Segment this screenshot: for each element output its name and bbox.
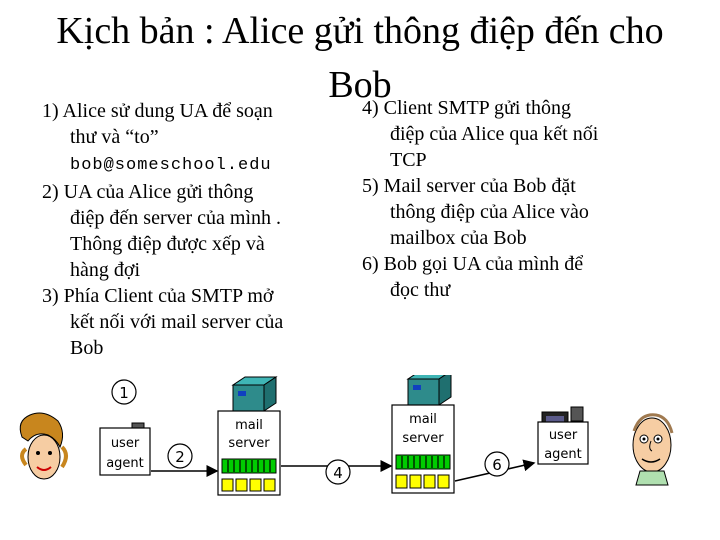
step-2-line-2: điệp đến server của mình . bbox=[70, 207, 282, 229]
alice-message-queue bbox=[221, 458, 277, 474]
step-2-line-3: Thông điệp được xếp và bbox=[70, 233, 265, 255]
slide-title: Kịch bản : Alice gửi thông điệp đến cho … bbox=[56, 10, 664, 106]
step-5-line-3: mailbox của Bob bbox=[390, 227, 527, 249]
step-3: 3) Phía Client của SMTP mở kết nối với m… bbox=[42, 283, 362, 361]
step-2-line-1: 2) UA của Alice gửi thông bbox=[42, 181, 254, 203]
step-4-number: 4 bbox=[333, 464, 343, 482]
step-2-line-4: hàng đợi bbox=[70, 259, 141, 281]
bob-mailboxes bbox=[395, 474, 450, 489]
step-3-line-1: 3) Phía Client của SMTP mở bbox=[42, 285, 274, 307]
step-2: 2) UA của Alice gửi thông điệp đến serve… bbox=[42, 179, 362, 283]
alice-mail-server: mail server bbox=[217, 376, 281, 496]
step-4-marker: 4 bbox=[325, 459, 351, 485]
step-6-number: 6 bbox=[492, 456, 502, 474]
step-4-line-1: 4) Client SMTP gửi thông bbox=[362, 97, 572, 119]
steps-left: 1) Alice sử dung UA để soạn thư và “to” … bbox=[42, 98, 362, 361]
step-6-line-2: đọc thư bbox=[390, 279, 451, 301]
step-5-line-2: thông điệp của Alice vào bbox=[390, 201, 589, 223]
steps-right: 4) Client SMTP gửi thông điệp của Alice … bbox=[362, 95, 692, 303]
bob-mail-server: mail server bbox=[391, 375, 455, 494]
step-5: 5) Mail server của Bob đặt thông điệp củ… bbox=[362, 173, 692, 251]
step-1-email: bob@someschool.edu bbox=[70, 156, 272, 175]
step-1-marker: 1 bbox=[111, 379, 137, 405]
bob-ua-label-2: agent bbox=[544, 447, 582, 462]
step-3-line-2: kết nối với mail server của bbox=[70, 311, 284, 333]
bob-user-agent: user agent bbox=[537, 406, 589, 465]
step-1-number: 1 bbox=[119, 384, 129, 402]
smtp-scenario-diagram: user agent 1 2 mail server 4 bbox=[19, 375, 674, 496]
bob-server-label-1: mail bbox=[409, 412, 437, 427]
bob-face-icon bbox=[632, 413, 674, 486]
alice-mailboxes bbox=[221, 478, 276, 492]
alice-ua-label-1: user bbox=[111, 436, 140, 451]
alice-server-label-2: server bbox=[228, 436, 270, 451]
bob-message-queue bbox=[395, 454, 451, 470]
step-2-number: 2 bbox=[175, 448, 185, 466]
step-3-line-3: Bob bbox=[70, 337, 104, 359]
step-6: 6) Bob gọi UA của mình để đọc thư bbox=[362, 251, 692, 303]
alice-server-label-1: mail bbox=[235, 418, 263, 433]
bob-server-label-2: server bbox=[402, 431, 444, 446]
step-6-line-1: 6) Bob gọi UA của mình để bbox=[362, 253, 584, 275]
step-4: 4) Client SMTP gửi thông điệp của Alice … bbox=[362, 95, 692, 173]
step-1-line-2: thư và “to” bbox=[70, 126, 159, 148]
alice-user-agent: user agent bbox=[99, 422, 151, 476]
step-6-marker: 6 bbox=[484, 451, 510, 477]
step-4-line-3: TCP bbox=[390, 149, 427, 171]
alice-ua-label-2: agent bbox=[106, 456, 144, 471]
alice-face-icon bbox=[19, 412, 68, 480]
step-4-line-2: điệp của Alice qua kết nối bbox=[390, 123, 599, 145]
step-2-marker: 2 bbox=[167, 443, 193, 469]
step-1: 1) Alice sử dung UA để soạn thư và “to” … bbox=[42, 98, 362, 179]
bob-ua-label-1: user bbox=[549, 428, 578, 443]
step-1-line-1: 1) Alice sử dung UA để soạn bbox=[42, 100, 273, 122]
step-5-line-1: 5) Mail server của Bob đặt bbox=[362, 175, 576, 197]
